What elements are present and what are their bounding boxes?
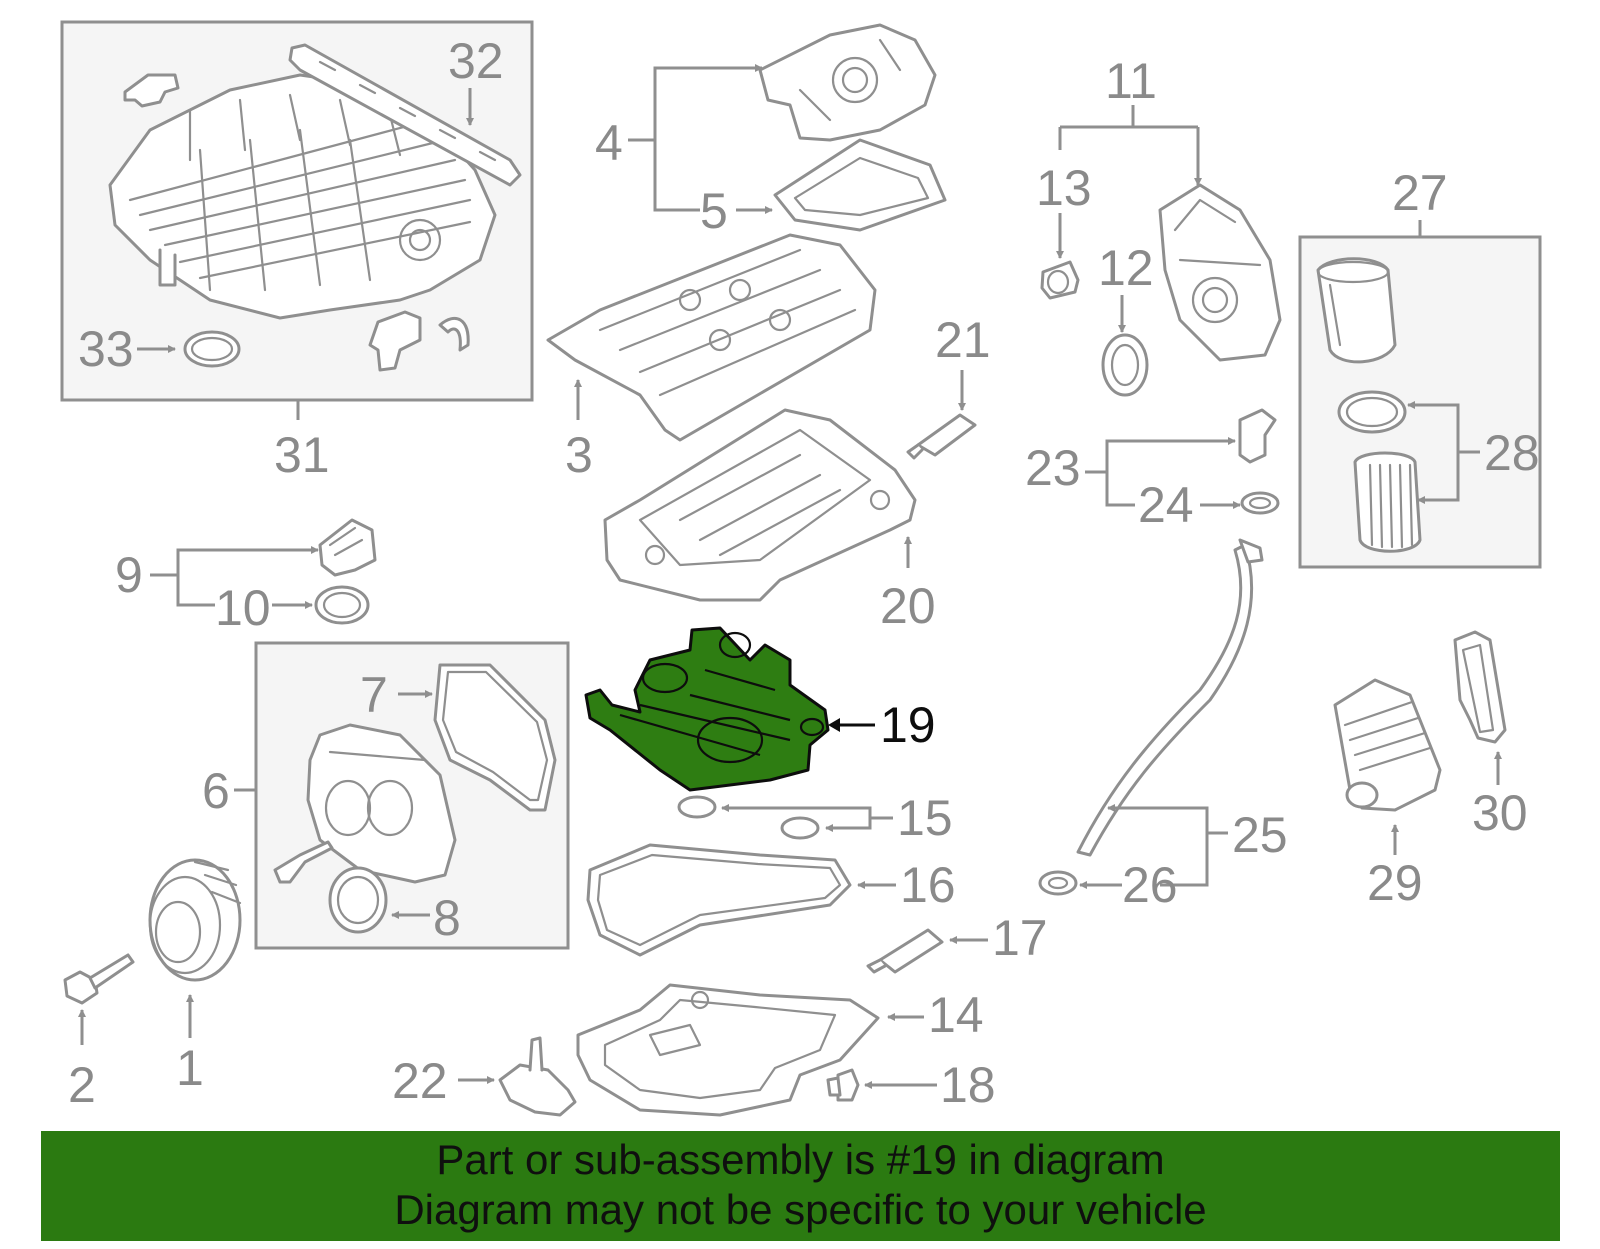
part-19-highlighted[interactable] bbox=[584, 626, 830, 792]
callout-17: 17 bbox=[992, 910, 1048, 966]
callout-7: 7 bbox=[360, 667, 388, 723]
bracket[interactable] bbox=[123, 73, 180, 108]
o-ring-15b[interactable] bbox=[780, 816, 820, 840]
callout-21: 21 bbox=[935, 312, 991, 368]
callout-8: 8 bbox=[433, 890, 461, 946]
oil-pan-gasket[interactable] bbox=[586, 843, 852, 957]
banner-line-disclaimer: Diagram may not be specific to your vehi… bbox=[394, 1186, 1207, 1233]
callout-26: 26 bbox=[1122, 857, 1178, 913]
part-info-banner: Part or sub-assembly is #19 in diagram D… bbox=[41, 1131, 1560, 1241]
callout-14: 14 bbox=[928, 987, 984, 1043]
callout-31: 31 bbox=[274, 427, 330, 483]
callout-25: 25 bbox=[1232, 807, 1288, 863]
callout-16: 16 bbox=[900, 857, 956, 913]
crankshaft-pulley[interactable] bbox=[148, 858, 242, 982]
callout-12: 12 bbox=[1098, 240, 1154, 296]
callout-19: 19 bbox=[880, 697, 936, 753]
callout-22: 22 bbox=[392, 1053, 448, 1109]
callout-18: 18 bbox=[940, 1057, 996, 1113]
banner-line-part: Part or sub-assembly is #19 in diagram bbox=[436, 1136, 1165, 1183]
drain-plug[interactable] bbox=[826, 1068, 860, 1102]
callout-9: 9 bbox=[115, 547, 143, 603]
oil-separator[interactable] bbox=[758, 23, 937, 142]
o-ring-15a[interactable] bbox=[677, 795, 717, 819]
callout-23: 23 bbox=[1025, 440, 1081, 496]
callout-13: 13 bbox=[1036, 160, 1092, 216]
oil-filter-element[interactable] bbox=[1353, 451, 1422, 553]
callout-2: 2 bbox=[68, 1057, 96, 1113]
callout-5: 5 bbox=[700, 183, 728, 239]
pulley-bolt[interactable] bbox=[63, 953, 135, 1005]
bolt-in-box[interactable] bbox=[273, 840, 334, 884]
dipstick-tube[interactable] bbox=[1076, 538, 1264, 857]
seal-12[interactable] bbox=[1101, 333, 1149, 397]
timing-cover-gasket-7[interactable] bbox=[433, 663, 557, 812]
oil-cooler-gasket[interactable] bbox=[1453, 630, 1507, 744]
callout-3: 3 bbox=[565, 427, 593, 483]
separator-gasket[interactable] bbox=[773, 138, 947, 232]
callout-11: 11 bbox=[1105, 53, 1157, 109]
oil-filter-housing[interactable] bbox=[1316, 257, 1397, 364]
callout-28: 28 bbox=[1484, 425, 1540, 481]
sealant-tube-17[interactable] bbox=[866, 928, 944, 974]
oil-filler-cap[interactable] bbox=[318, 518, 377, 577]
sealant-tube-21[interactable] bbox=[906, 413, 977, 460]
intake-manifold[interactable] bbox=[108, 73, 497, 320]
oil-cooler[interactable] bbox=[1333, 678, 1442, 812]
callout-4: 4 bbox=[595, 115, 623, 171]
oil-level-sensor[interactable] bbox=[498, 1036, 577, 1117]
callout-10: 10 bbox=[215, 580, 271, 636]
intake-gasket[interactable] bbox=[288, 43, 522, 187]
pressure-sensor[interactable] bbox=[368, 310, 422, 372]
washer-24[interactable] bbox=[1240, 491, 1280, 515]
callout-29: 29 bbox=[1367, 855, 1423, 911]
callout-24: 24 bbox=[1138, 477, 1194, 533]
oil-pan-plug-23[interactable] bbox=[1238, 408, 1277, 464]
timing-chain-cover[interactable] bbox=[306, 723, 457, 884]
callout-30: 30 bbox=[1472, 785, 1528, 841]
washer-26[interactable] bbox=[1038, 870, 1078, 896]
callout-33: 33 bbox=[78, 321, 134, 377]
cylinder-head-cover[interactable] bbox=[546, 233, 877, 442]
callout-15: 15 bbox=[897, 790, 953, 846]
seal-13[interactable] bbox=[1040, 260, 1080, 300]
callout-27: 27 bbox=[1392, 165, 1448, 221]
timing-cover[interactable] bbox=[1158, 183, 1282, 362]
oil-pan[interactable] bbox=[576, 983, 880, 1117]
ladder-frame[interactable] bbox=[603, 408, 917, 602]
callout-1: 1 bbox=[176, 1040, 204, 1096]
callout-32: 32 bbox=[448, 33, 504, 89]
vacuum-hose[interactable] bbox=[438, 316, 470, 352]
callout-20: 20 bbox=[880, 578, 936, 634]
callout-6: 6 bbox=[202, 763, 230, 819]
